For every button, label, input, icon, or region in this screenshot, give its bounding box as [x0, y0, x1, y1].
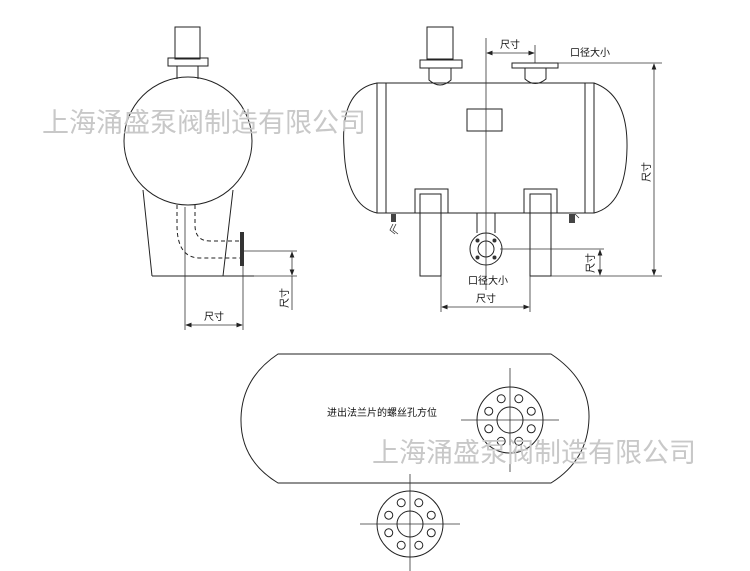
tank-end-circle [123, 76, 253, 206]
bolt-hole [484, 424, 494, 434]
bolt-hole [396, 540, 406, 550]
side-top-pipe [174, 26, 201, 60]
bolt-hole [426, 528, 436, 538]
flange-outer [376, 490, 444, 558]
outlet-size-label: 口径大小 [468, 274, 508, 287]
front-top-pipe [426, 26, 454, 60]
bolt-hole [496, 394, 506, 404]
side-view: 尺寸 尺寸 [123, 26, 297, 330]
tank-shell [377, 82, 594, 214]
side-outlet-flange [240, 232, 244, 266]
front-dim-top-label: 尺寸 [500, 38, 520, 51]
outlet-pipe-hidden [176, 205, 240, 259]
flange-detail: 进出法兰片的螺丝孔方位 [240, 353, 590, 571]
side-support [142, 189, 254, 277]
outlet-bolt [475, 238, 480, 243]
outlet-bolt [492, 255, 497, 260]
bolt-hole [484, 406, 494, 416]
flange-caption: 进出法兰片的螺丝孔方位 [327, 406, 437, 419]
flange-bolt-pattern-inner [461, 368, 559, 472]
bolt-hole [384, 528, 394, 538]
flange-bore [396, 510, 424, 538]
bolt-hole [514, 436, 524, 446]
right-saddle [523, 188, 558, 213]
outlet-bolt [475, 255, 480, 260]
side-dim-height-label: 尺寸 [278, 288, 291, 308]
flange-bore [496, 406, 524, 434]
top-nozzle-size-label: 口径大小 [570, 46, 610, 59]
side-top-flange [167, 57, 209, 67]
bolt-hole [414, 498, 424, 508]
watermark-top: 上海涌盛泵阀制造有限公司 [42, 108, 366, 139]
tank-left-head [343, 82, 378, 214]
tank-right-head [593, 82, 628, 214]
nameplate [466, 108, 503, 132]
front-dim-saddle-label: 尺寸 [476, 292, 496, 305]
watermark-bottom: 上海涌盛泵阀制造有限公司 [372, 438, 696, 469]
side-dim-width-label: 尺寸 [204, 310, 224, 323]
front-top-flange [419, 59, 463, 69]
bolt-hole [496, 436, 506, 446]
front-dim-outlet-height-label: 尺寸 [584, 253, 597, 273]
bolt-hole [514, 394, 524, 404]
left-saddle [414, 188, 449, 213]
bolt-hole [384, 510, 394, 520]
detail-frame [240, 353, 590, 484]
bolt-hole [526, 406, 536, 416]
drain-valve-left [391, 214, 396, 222]
front-top-nozzle-flange [511, 62, 559, 69]
drain-valve-right [569, 214, 575, 223]
front-dim-height-label: 尺寸 [640, 162, 653, 182]
bolt-hole [414, 540, 424, 550]
front-view: 尺寸 口径大小 尺寸 尺寸 口径大小 尺寸 [343, 26, 662, 312]
outlet-bolt [492, 238, 497, 243]
bolt-hole [426, 510, 436, 520]
bolt-hole [526, 424, 536, 434]
bolt-hole [396, 498, 406, 508]
flange-outer [476, 386, 544, 454]
flange-bolt-pattern-outer [360, 474, 460, 571]
